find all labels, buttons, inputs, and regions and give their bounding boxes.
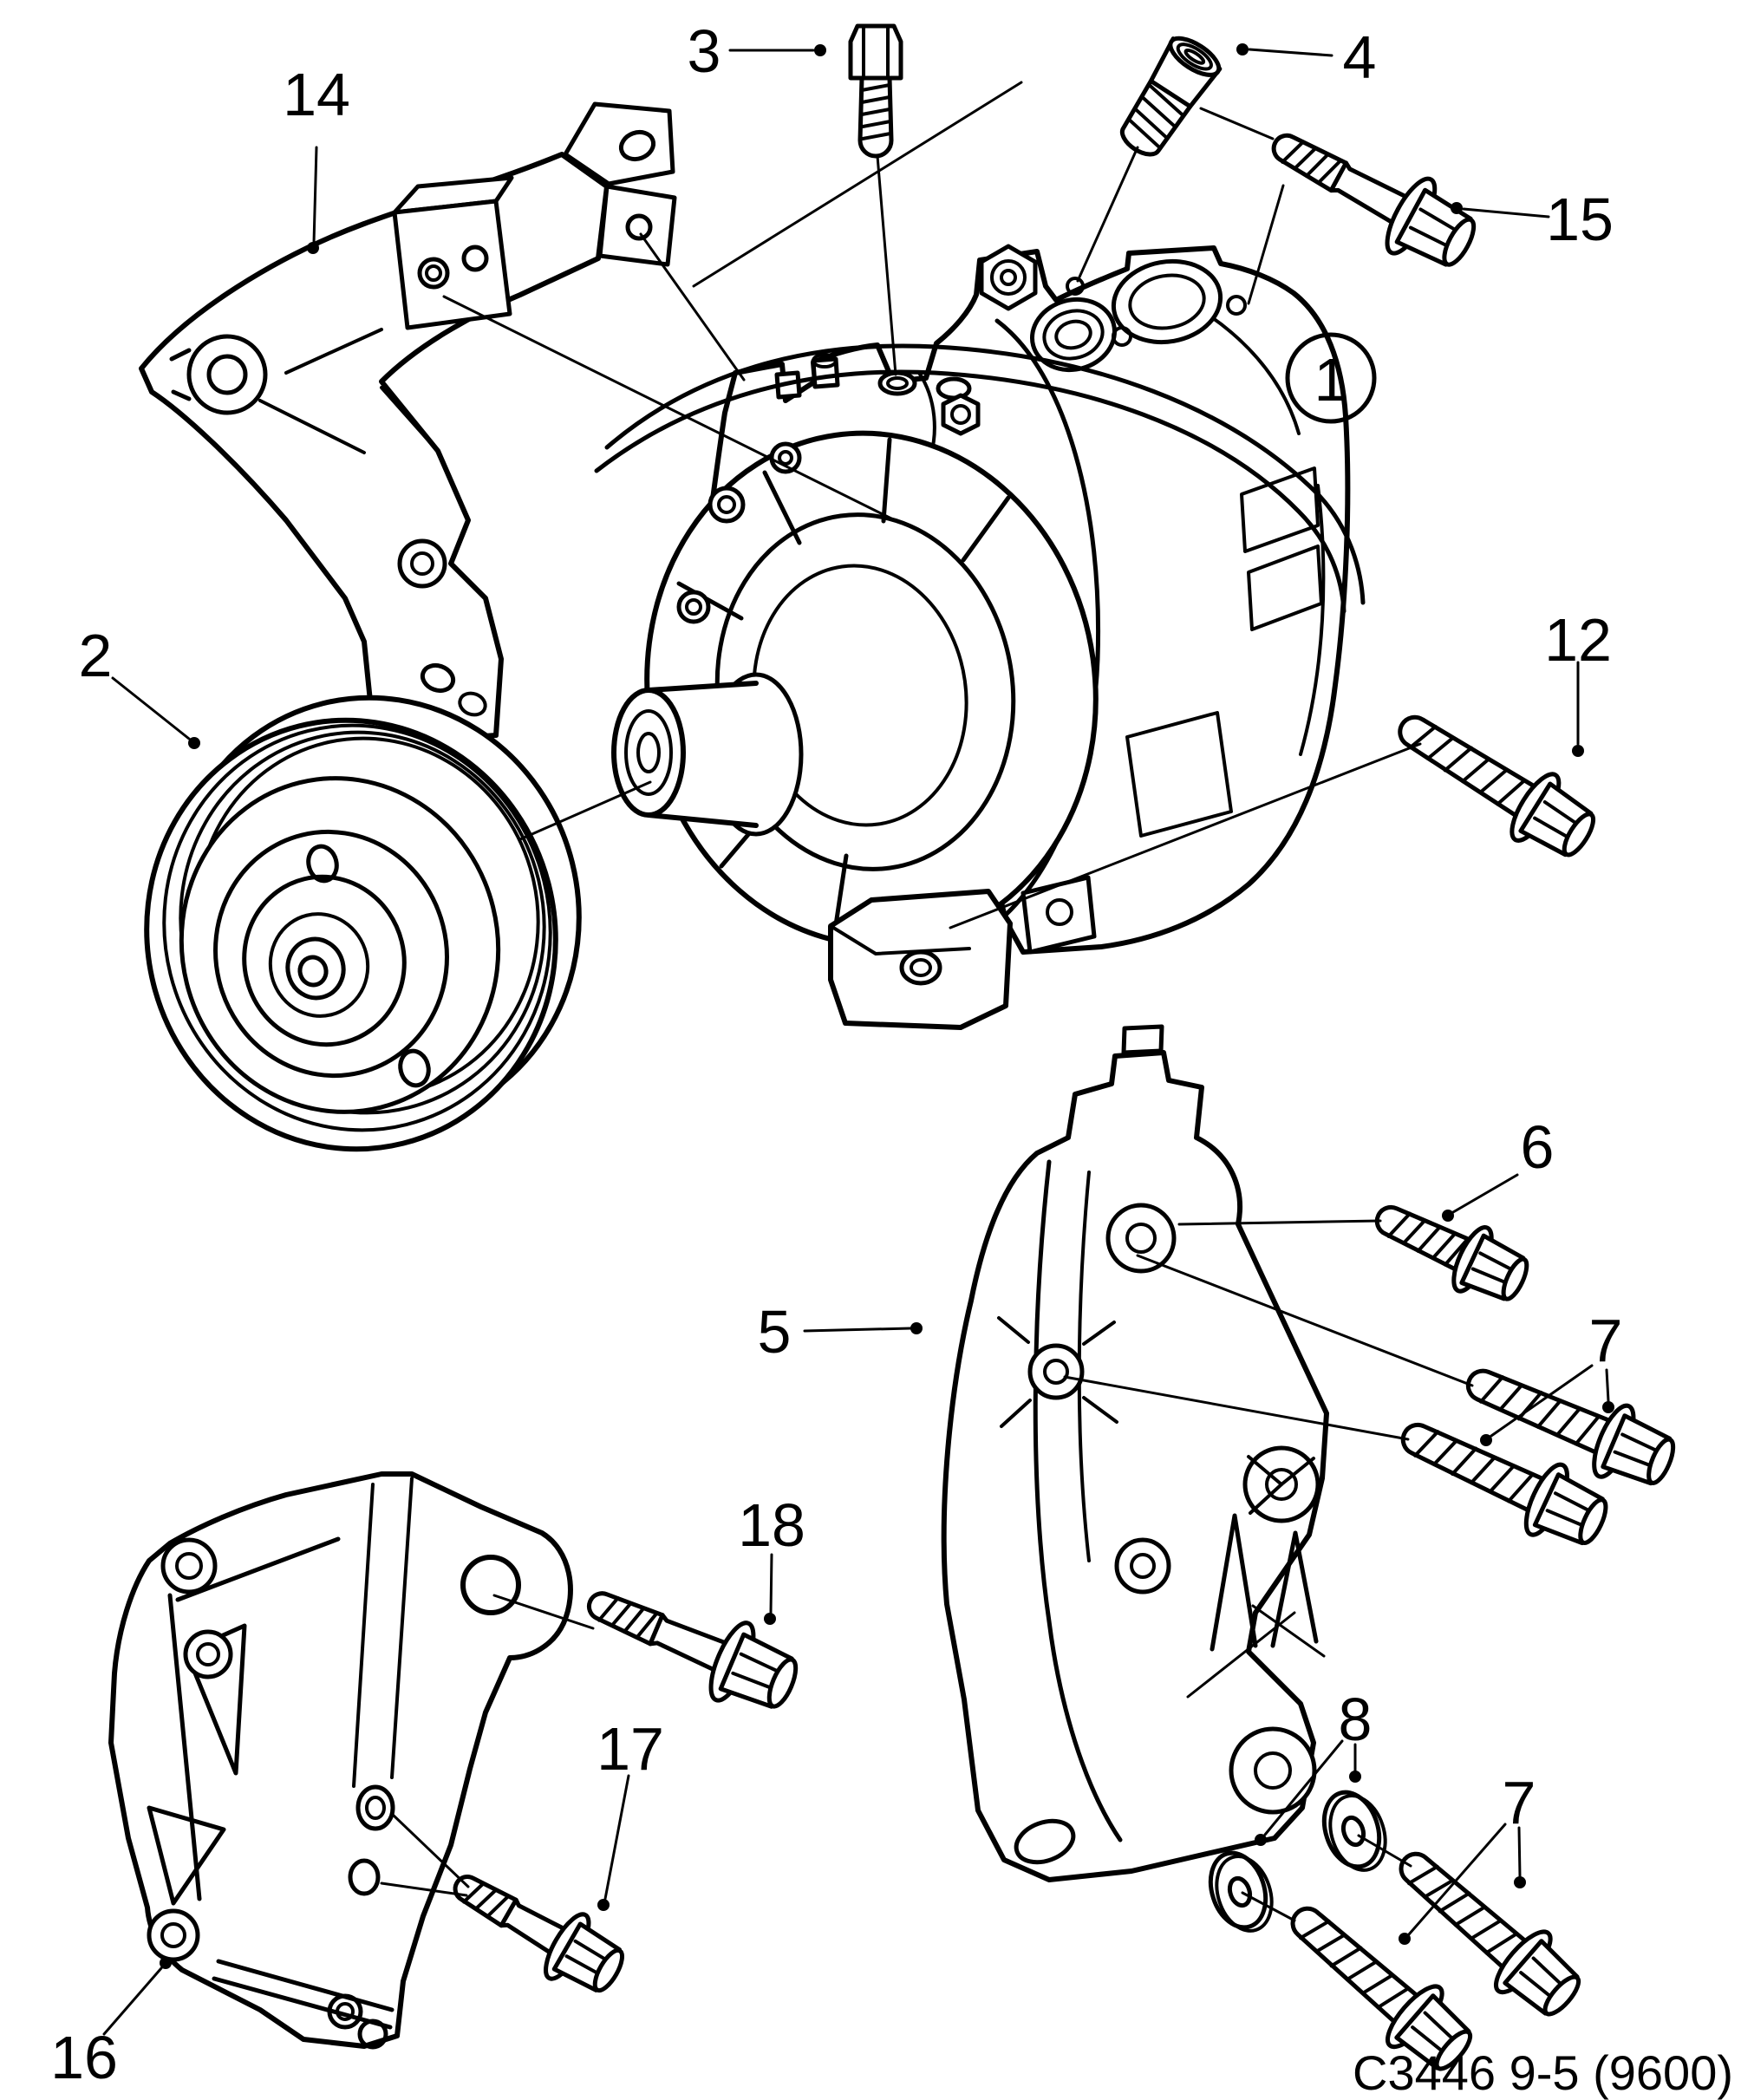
callout-8: 8: [1339, 1686, 1373, 1753]
bolt-17: [439, 1851, 635, 2006]
compressor-feet: [828, 875, 1097, 1030]
bracket-5-fin: [1210, 1513, 1258, 1652]
bolt-3: [848, 23, 903, 159]
assembly-lines: [380, 81, 1474, 1922]
compressor-top-ports: [774, 244, 1247, 436]
callout-leaders: [102, 43, 1614, 2036]
callout-7-lower: 7: [1503, 1769, 1536, 1836]
compressor-1: [594, 244, 1366, 1030]
bracket-5-webs: [997, 1316, 1315, 1515]
bolt-4: [1119, 36, 1223, 157]
bracket-5: [941, 1024, 1329, 1882]
callout-7-upper: 7: [1589, 1307, 1623, 1374]
bracket-5-fin: [1270, 1530, 1319, 1648]
bracket-14-block-b: [597, 184, 677, 267]
bolt-6: [1364, 1184, 1537, 1314]
compressor-shaft-hub: [611, 672, 804, 837]
bracket-14-block-a: [563, 101, 675, 186]
washer-8-b: [1202, 1846, 1281, 1938]
pulley-2: [144, 695, 582, 1152]
pulley-hole: [398, 1048, 431, 1088]
callout-5: 5: [758, 1298, 792, 1366]
callout-2: 2: [79, 622, 113, 689]
callout-circle-1: [1285, 332, 1377, 424]
callout-16: 16: [50, 2024, 118, 2091]
bracket-14-block-c: [392, 199, 512, 330]
bracket-14-boss: [186, 334, 268, 415]
bolt-15: [1255, 106, 1487, 284]
callout-6: 6: [1521, 1113, 1555, 1181]
callout-17: 17: [597, 1715, 664, 1783]
pulley-hole: [306, 844, 339, 884]
callout-4: 4: [1343, 23, 1377, 91]
callout-1: 1: [1314, 346, 1348, 414]
callout-15: 15: [1546, 186, 1614, 253]
callout-14: 14: [283, 61, 350, 128]
callout-labels: 1 2 3 4 5 6 7 7 8 12 14 15 16 17 18: [50, 17, 1622, 2091]
callout-12: 12: [1544, 606, 1612, 674]
bracket-16-large-hole: [460, 1555, 521, 1615]
callout-18: 18: [738, 1491, 805, 1559]
bracket-14: [139, 101, 677, 745]
bracket-16: [108, 1471, 573, 2050]
washer-8-a: [1315, 1785, 1394, 1877]
diagram-caption: C3446 9-5 (9600): [1353, 2045, 1733, 2100]
bolt-12: [1382, 692, 1607, 871]
callout-3: 3: [688, 17, 721, 85]
